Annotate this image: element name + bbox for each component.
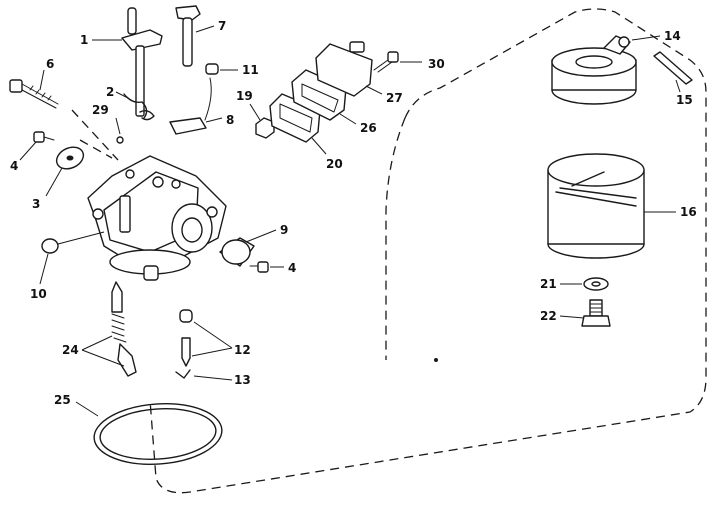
callout-4-left: 4 [10, 159, 18, 173]
part-29-ball [115, 117, 124, 144]
part-carburetor-body [87, 155, 227, 281]
callout-29: 29 [92, 103, 109, 117]
part-22-bowl-nut [559, 299, 611, 327]
part-15-float-pin [653, 51, 693, 93]
part-9-choke-plate [219, 229, 277, 267]
callout-25: 25 [54, 393, 71, 407]
part-13-clip [175, 369, 233, 381]
part-4-screw-left [19, 131, 55, 161]
part-11-screw [205, 63, 238, 75]
callout-4-right: 4 [288, 261, 296, 275]
part-8-link [169, 77, 223, 135]
callout-11: 11 [242, 63, 259, 77]
part-30-screw [373, 51, 422, 73]
part-3-throttle-plate [45, 146, 85, 197]
callout-12: 12 [234, 343, 251, 357]
part-25-gasket-ring [75, 401, 223, 465]
stray-dot [434, 358, 438, 362]
callout-19: 19 [236, 89, 253, 103]
callout-15: 15 [676, 93, 693, 107]
callout-2: 2 [106, 85, 114, 99]
part-7-choke-shaft [175, 5, 215, 67]
callout-22: 22 [540, 309, 557, 323]
part-19-nut [249, 103, 275, 139]
part-10-plug [39, 231, 105, 285]
callout-27: 27 [386, 91, 403, 105]
part-6-screw [9, 69, 59, 109]
callout-8: 8 [226, 113, 234, 127]
callout-30: 30 [428, 57, 445, 71]
dashed-link-throttle [71, 109, 119, 161]
callout-6: 6 [46, 57, 54, 71]
part-27-cover [315, 41, 383, 97]
part-24-mixture-needle [81, 281, 137, 377]
part-16-float-bowl [547, 153, 676, 259]
callout-7: 7 [218, 19, 226, 33]
callout-24: 24 [62, 343, 79, 357]
callout-21: 21 [540, 277, 557, 291]
dashed-boundary-inner [385, 117, 406, 360]
callout-20: 20 [326, 157, 343, 171]
callout-13: 13 [234, 373, 251, 387]
callout-9: 9 [280, 223, 288, 237]
callout-14: 14 [664, 29, 681, 43]
callout-26: 26 [360, 121, 377, 135]
part-1-throttle-shaft [92, 7, 163, 117]
part-4-screw-right [249, 261, 284, 273]
callout-16: 16 [680, 205, 697, 219]
part-12-inlet-needle [179, 309, 233, 367]
part-21-washer [560, 277, 609, 291]
callout-3: 3 [32, 197, 40, 211]
part-14-float [551, 35, 661, 105]
dashed-boundary [149, 8, 707, 494]
callout-10: 10 [30, 287, 47, 301]
callout-1: 1 [80, 33, 88, 47]
part-2-spring [115, 91, 155, 121]
